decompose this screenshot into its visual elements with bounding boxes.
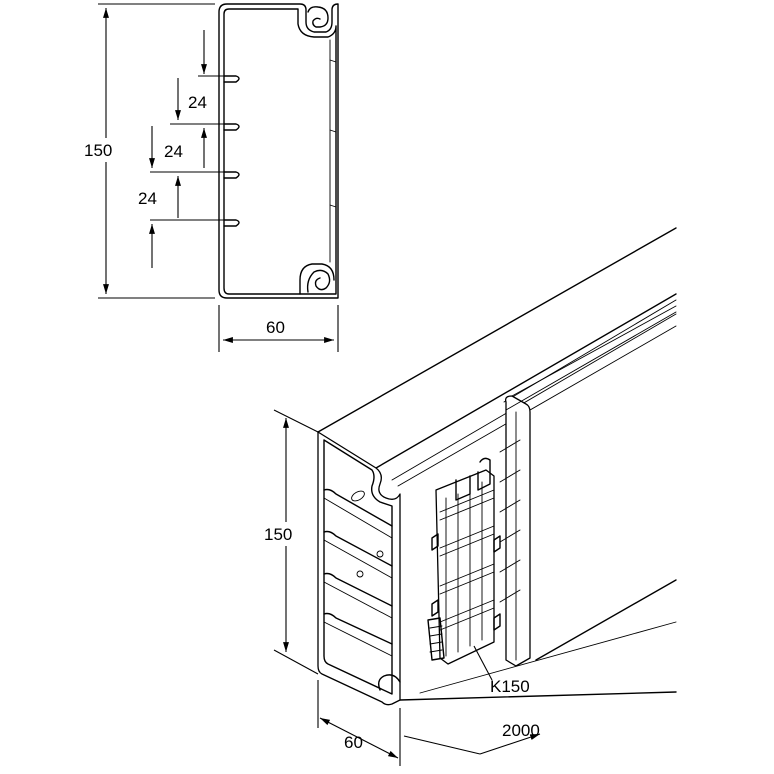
isometric-view: 150 60 2000 K150	[262, 227, 677, 766]
section-width-dimension: 60	[218, 305, 339, 352]
iso-width-dimension: 60	[317, 680, 401, 766]
iso-length-dimension: 2000	[403, 721, 541, 755]
iso-rear-section	[499, 311, 677, 667]
iso-end-face	[317, 431, 401, 706]
iso-body	[317, 227, 677, 701]
iso-height-label: 150	[264, 525, 292, 544]
section-height-dimension: 150	[80, 3, 215, 299]
spacing-label-1: 24	[188, 93, 207, 112]
part-label: K150	[490, 677, 530, 696]
bracket-k150	[427, 457, 501, 681]
section-view: 150 60 24 24 24	[80, 3, 339, 352]
section-width-label: 60	[266, 318, 285, 337]
section-spacing-dimensions: 24 24 24	[138, 30, 224, 268]
iso-width-label: 60	[344, 733, 363, 752]
separator-hooks	[223, 75, 240, 227]
spacing-label-2: 24	[164, 142, 183, 161]
section-height-label: 150	[84, 141, 112, 160]
iso-height-dimension: 150	[262, 409, 319, 675]
iso-length-label: 2000	[502, 721, 540, 740]
section-profile	[218, 3, 339, 299]
spacing-label-3: 24	[138, 189, 157, 208]
